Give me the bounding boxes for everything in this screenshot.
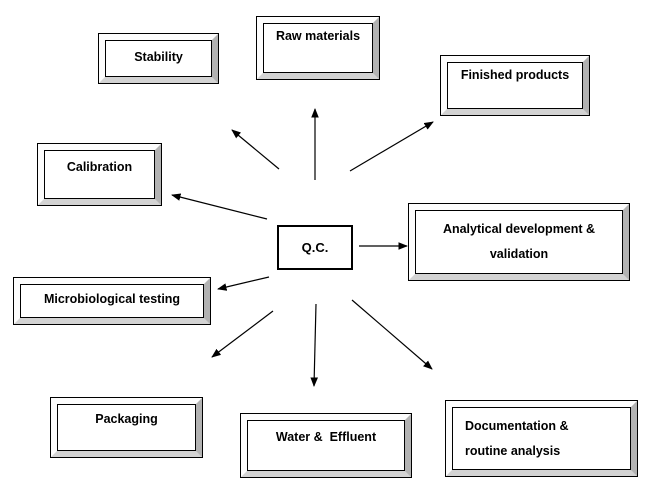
node-label-line1: Documentation & <box>465 419 569 433</box>
node-finished-products: Finished products <box>440 55 590 116</box>
node-label: Stability <box>134 50 183 64</box>
arrow-qc-to-packaging <box>211 310 274 358</box>
arrow-qc-to-calibration <box>171 193 268 220</box>
bevel-frame <box>441 56 589 115</box>
bevel-frame <box>446 401 637 476</box>
node-label-line2: routine analysis <box>465 444 561 458</box>
arrow-qc-to-microbiological_testing <box>217 276 270 291</box>
node-label: Raw materials <box>275 29 361 43</box>
node-qc: Q.C. <box>277 225 353 270</box>
node-raw-materials: Raw materials <box>256 16 380 80</box>
arrow-qc-to-finished_products <box>349 121 434 172</box>
node-label: Q.C. <box>301 240 329 255</box>
node-calibration: Calibration <box>37 143 162 206</box>
bevel-frame <box>409 204 629 280</box>
node-label: Water & Effluent <box>275 430 377 444</box>
node-label: Calibration <box>66 160 133 174</box>
node-label: Packaging <box>95 412 158 426</box>
bevel-frame <box>241 414 411 477</box>
node-microbiological-testing: Microbiological testing <box>13 277 211 325</box>
bevel-frame <box>14 278 210 324</box>
bevel-frame <box>257 17 379 79</box>
arrow-qc-to-stability <box>231 129 280 170</box>
node-label-line2: validation <box>489 247 549 261</box>
node-documentation: Documentation & routine analysis <box>445 400 638 477</box>
bevel-frame <box>99 34 218 83</box>
bevel-frame <box>51 398 202 457</box>
node-label: Microbiological testing <box>43 292 181 306</box>
bevel-frame <box>38 144 161 205</box>
node-label: Finished products <box>460 68 570 82</box>
node-analytical-development: Analytical development & validation <box>408 203 630 281</box>
node-water-effluent: Water & Effluent <box>240 413 412 478</box>
node-packaging: Packaging <box>50 397 203 458</box>
arrow-qc-to-documentation <box>351 299 433 370</box>
node-label-line1: Analytical development & <box>442 222 596 236</box>
arrow-qc-to-water_effluent <box>310 303 319 387</box>
node-stability: Stability <box>98 33 219 84</box>
